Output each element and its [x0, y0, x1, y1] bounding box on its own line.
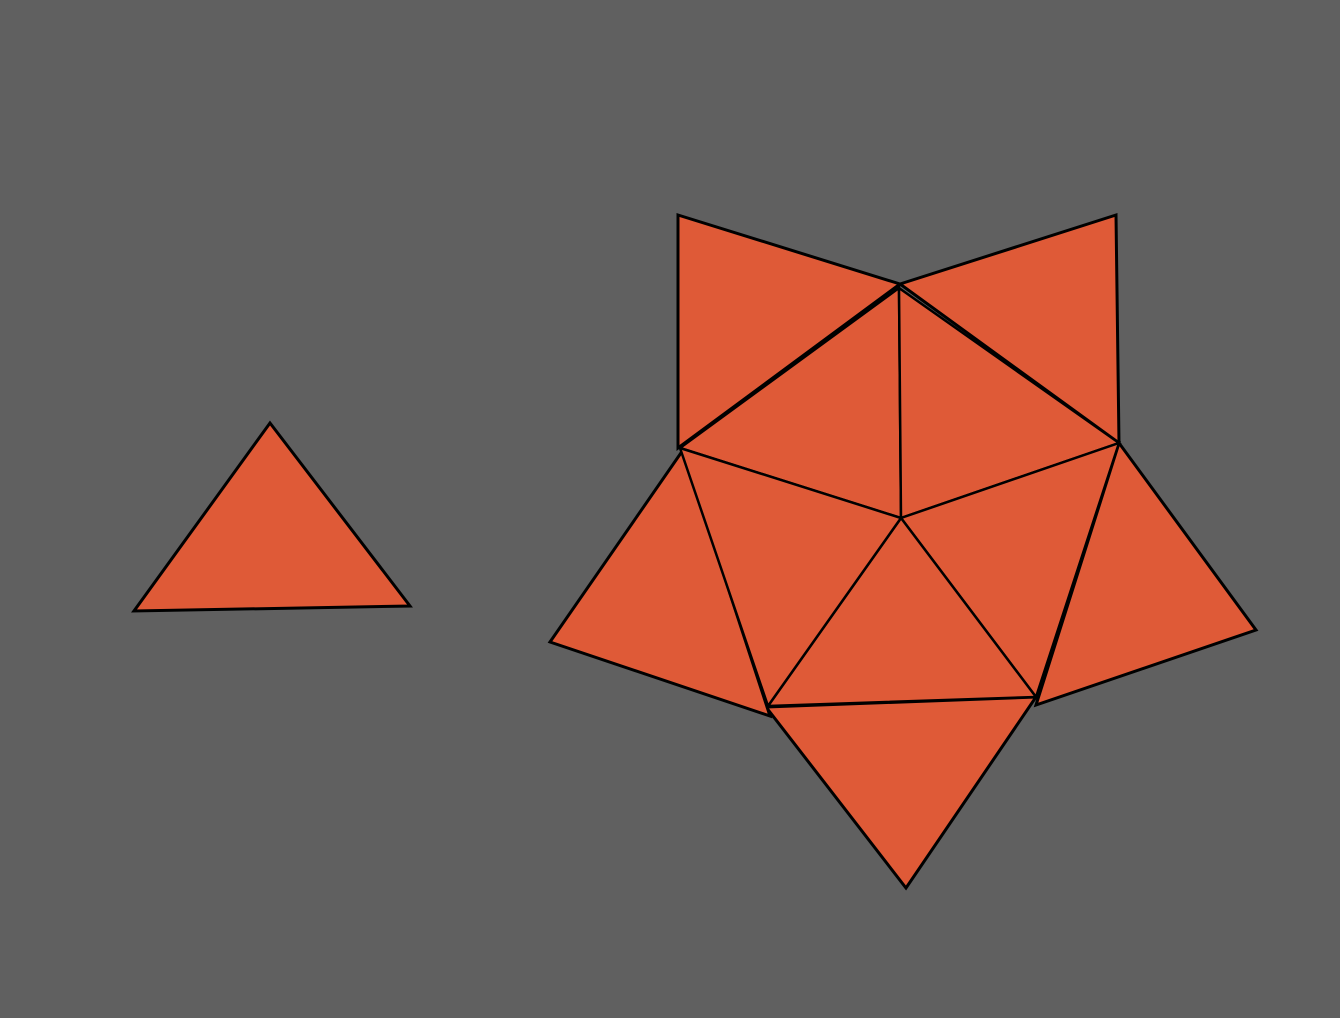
net-face-top-left-outer: [676, 212, 904, 451]
single-triangle-group: [131, 420, 413, 613]
triangle-net: [547, 212, 1259, 891]
net-face-inner-left: [678, 446, 904, 709]
net-face-top-right-outer: [896, 212, 1121, 446]
single-triangle: [131, 420, 413, 613]
